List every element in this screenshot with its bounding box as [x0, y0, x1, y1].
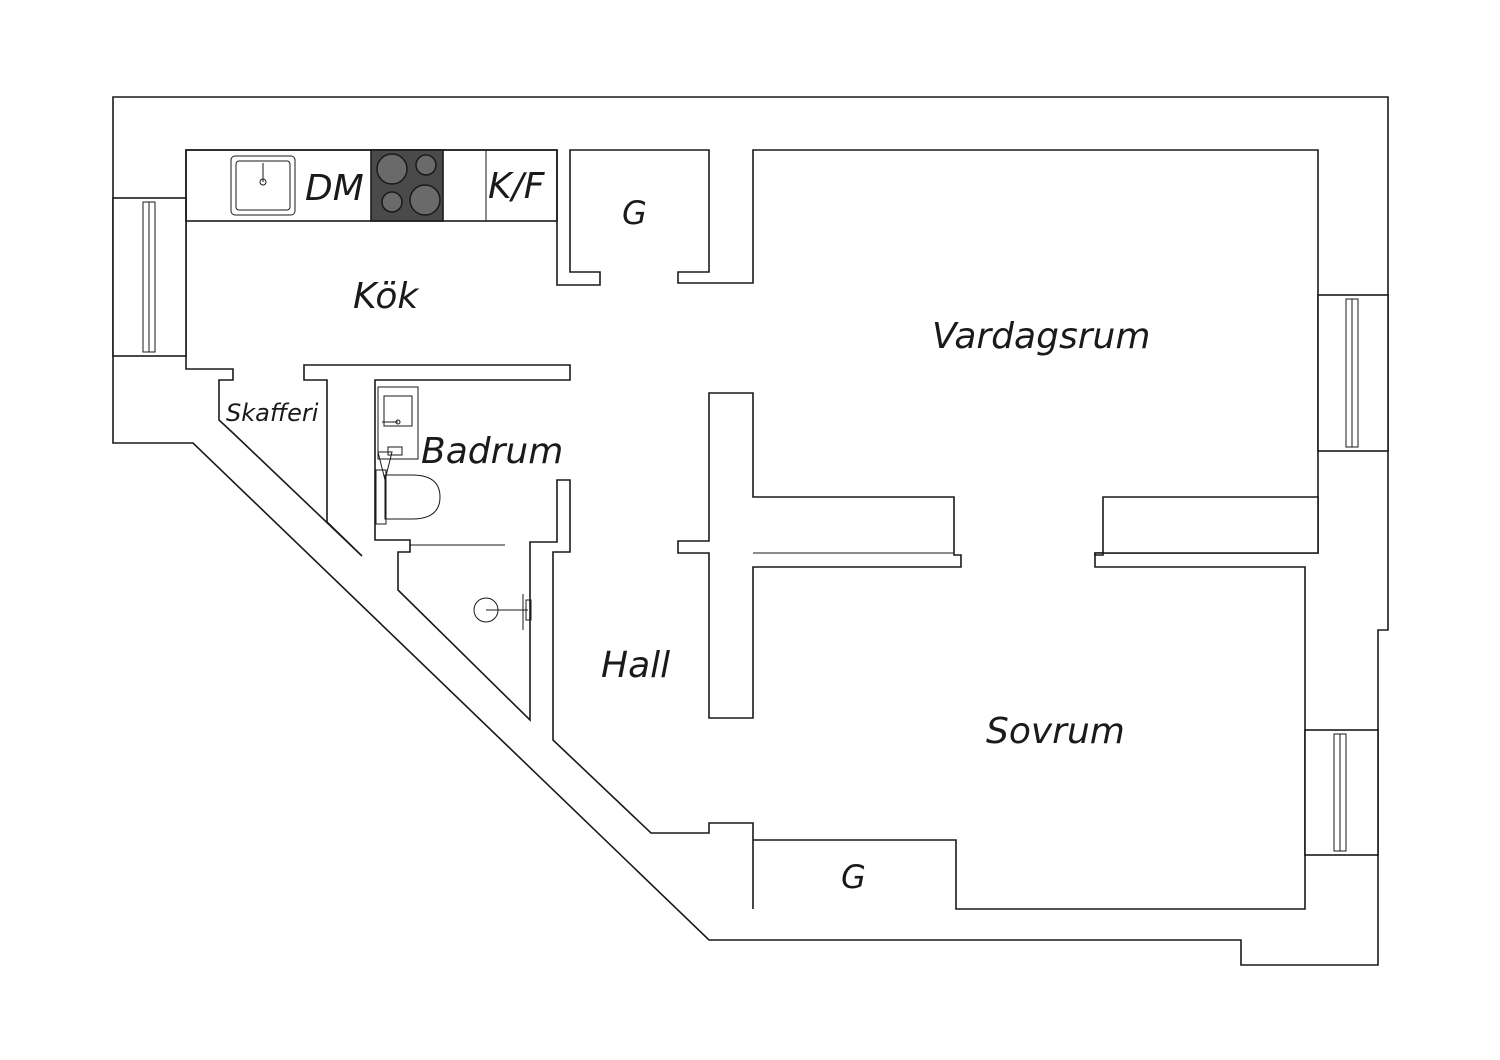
- pantry-label: Skafferi: [226, 399, 319, 427]
- partition-wall-left: [677, 392, 962, 719]
- living-room-label: Vardagsrum: [932, 316, 1150, 357]
- window-icon: [112, 197, 187, 357]
- fridge-freezer-label: K/F: [488, 166, 546, 207]
- bathroom-sink-icon: [377, 386, 419, 460]
- kitchen-sink-icon: [230, 155, 296, 216]
- bedroom-label: Sovrum: [986, 711, 1125, 752]
- exterior-walls: [112, 96, 1389, 966]
- kitchen-label: Kök: [353, 276, 420, 317]
- stove-icon: [370, 149, 444, 222]
- wardrobe-bottom-label: G: [841, 858, 866, 896]
- window-icon: [1317, 294, 1389, 452]
- window-icon: [1304, 729, 1379, 856]
- partition-wall-right: [1094, 496, 1319, 556]
- bathroom-label: Badrum: [421, 431, 563, 472]
- hall-label: Hall: [601, 645, 670, 686]
- toilet-icon: [375, 446, 441, 525]
- wardrobe-top-label: G: [622, 194, 647, 232]
- shower-icon: [473, 594, 532, 630]
- dishwasher-label: DM: [305, 168, 364, 209]
- interior-outline: [185, 149, 1319, 910]
